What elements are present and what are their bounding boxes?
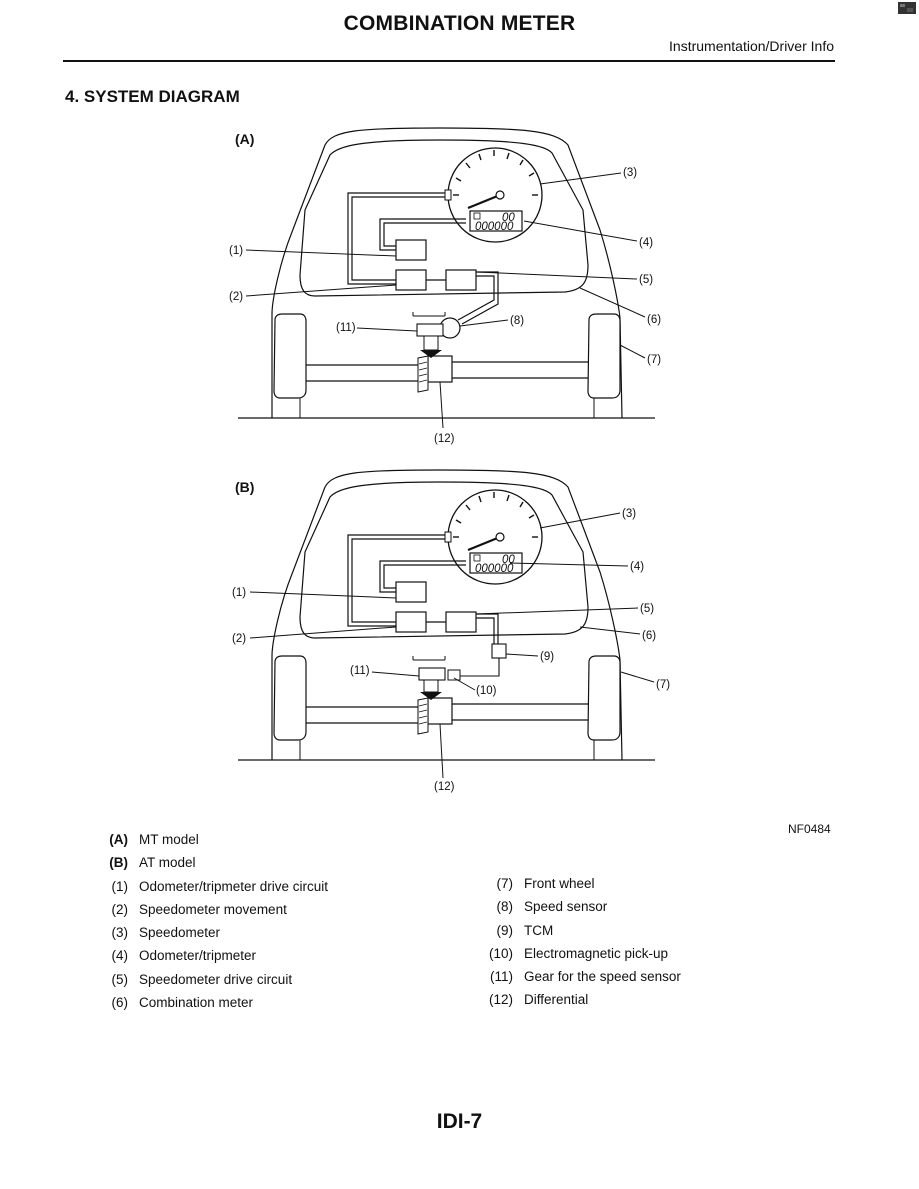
legend-label: Electromagnetic pick-up — [524, 945, 669, 961]
legend-label: Front wheel — [524, 876, 595, 891]
legend-key: (12) — [488, 992, 513, 1008]
legend-key: (9) — [496, 922, 514, 938]
legend-key: (2) — [111, 901, 129, 917]
callout-b-11: (11) — [350, 665, 370, 677]
legend-item: (8) Speed sensor — [480, 899, 780, 922]
callout-a-8: (8) — [510, 315, 524, 327]
legend-item: (B) AT model — [100, 855, 480, 878]
callout-b-7: (7) — [656, 679, 670, 691]
legend-key: (11) — [489, 969, 513, 985]
section-label: Instrumentation/Driver Info — [669, 38, 834, 54]
page-number: IDI-7 — [436, 1110, 483, 1133]
panel-label-b: (B) — [235, 479, 254, 495]
panel-label-a: (A) — [235, 131, 254, 147]
legend-item: (3) Speedometer — [100, 925, 480, 948]
callout-b-3: (3) — [622, 508, 636, 520]
callout-a-11: (11) — [336, 322, 356, 334]
legend-right: (7) Front wheel (8) Speed sensor (9) TCM (1… — [480, 876, 780, 1016]
callout-a-12: (12) — [434, 433, 455, 445]
figure-code: NF0484 — [788, 822, 831, 836]
diagram-a: (A) (1) (2) (3) (4) (5) (6) (7) (8) (11)… — [229, 126, 661, 445]
callout-a-4: (4) — [639, 237, 653, 249]
legend-key: (4) — [111, 948, 129, 964]
page-title: COMBINATION METER — [343, 12, 576, 35]
section-heading: 4. SYSTEM DIAGRAM — [65, 87, 240, 106]
callout-a-1: (1) — [229, 245, 243, 257]
callout-b-12: (12) — [434, 781, 455, 793]
legend-key: (B) — [109, 855, 128, 871]
callout-a-7: (7) — [647, 354, 661, 366]
callout-b-10: (10) — [476, 685, 497, 697]
callout-b-5: (5) — [640, 603, 654, 615]
legend-label: TCM — [524, 922, 554, 938]
corner-mark-icon — [898, 2, 916, 14]
callout-b-1: (1) — [232, 587, 246, 599]
system-diagram: 00 000000 — [229, 126, 670, 793]
legend-key: (10) — [488, 945, 513, 961]
legend-label: Speedometer — [139, 925, 221, 941]
legend-label: Speed sensor — [524, 899, 608, 915]
callout-b-6: (6) — [642, 630, 656, 642]
callout-a-6: (6) — [647, 314, 661, 326]
legend-item: (7) Front wheel — [480, 876, 780, 899]
legend-key: (8) — [496, 899, 514, 915]
legend-item: (10) Electromagnetic pick-up — [480, 946, 780, 969]
legend-label: AT model — [139, 855, 196, 871]
header-rule — [63, 60, 835, 62]
legend-item: (11) Gear for the speed sensor — [480, 969, 780, 992]
legend-key: (1) — [111, 878, 129, 894]
callout-a-2: (2) — [229, 291, 243, 303]
legend-label: MT model — [139, 832, 199, 847]
legend-label: Speedometer drive circuit — [139, 971, 293, 987]
legend-label: Odometer/tripmeter drive circuit — [139, 878, 329, 894]
legend-key: (A) — [109, 832, 128, 847]
legend-left: (A) MT model (B) AT model (1) Odometer/trip… — [100, 832, 480, 1018]
callout-b-9: (9) — [540, 651, 554, 663]
legend-label: Speedometer movement — [139, 901, 287, 917]
legend-item: (4) Odometer/tripmeter — [100, 948, 480, 971]
legend-key: (6) — [111, 995, 129, 1011]
legend-key: (5) — [111, 971, 129, 987]
callout-b-2: (2) — [232, 633, 246, 645]
callout-a-5: (5) — [639, 274, 653, 286]
legend-label: Combination meter — [139, 995, 254, 1011]
legend-item: (A) MT model — [100, 832, 480, 855]
legend-label: Odometer/tripmeter — [139, 948, 257, 964]
legend-item: (6) Combination meter — [100, 995, 480, 1018]
callout-a-3: (3) — [623, 167, 637, 179]
legend-label: Differential — [524, 992, 589, 1008]
legend-key: (7) — [496, 876, 514, 891]
diagram-b: (B) (1) (2) (3) (4) (5) (6) (7) (9) (10)… — [232, 468, 670, 793]
legend-item: (2) Speedometer movement — [100, 902, 480, 925]
legend-item: (1) Odometer/tripmeter drive circuit — [100, 879, 480, 902]
legend-label: Gear for the speed sensor — [524, 969, 681, 985]
callout-b-4: (4) — [630, 561, 644, 573]
legend-item: (12) Differential — [480, 992, 780, 1015]
legend-key: (3) — [111, 925, 129, 941]
legend-item: (9) TCM — [480, 923, 780, 946]
legend-item: (5) Speedometer drive circuit — [100, 972, 480, 995]
